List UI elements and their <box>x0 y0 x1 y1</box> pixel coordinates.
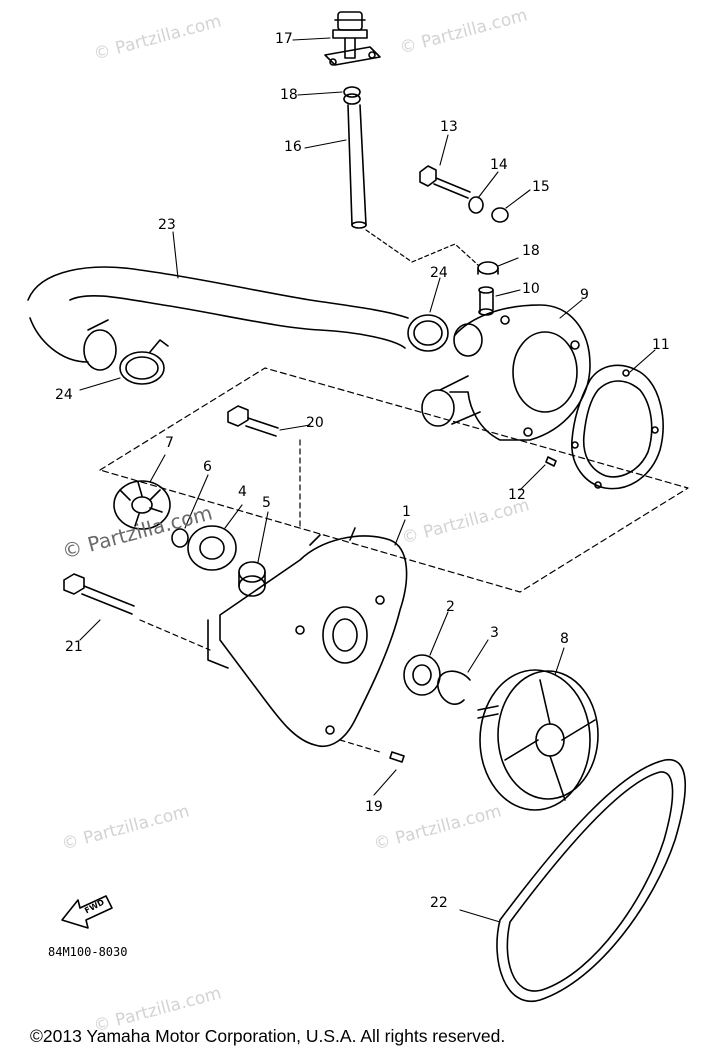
part-14-washer <box>468 196 484 214</box>
part-12-pin <box>545 456 557 467</box>
callout-3: 3 <box>490 625 499 641</box>
callout-13: 13 <box>440 119 458 135</box>
callout-18: 18 <box>280 87 298 103</box>
part-4-seal <box>187 525 237 571</box>
callout-11: 11 <box>652 337 670 353</box>
callout-12: 12 <box>508 487 526 503</box>
part-24-clamp-left <box>119 339 169 385</box>
part-6-washer <box>171 528 189 548</box>
callout-17: 17 <box>275 31 293 47</box>
part-3-circlip <box>437 670 471 706</box>
callout-2: 2 <box>446 599 455 615</box>
callout-24: 24 <box>430 265 448 281</box>
callout-9: 9 <box>580 287 589 303</box>
callout-18: 18 <box>522 243 540 259</box>
callout-22: 22 <box>430 895 448 911</box>
callout-16: 16 <box>284 139 302 155</box>
part-13-bolt <box>419 165 471 199</box>
callout-1: 1 <box>402 504 411 520</box>
part-16-pipe <box>347 104 367 229</box>
part-18-clamp-top <box>343 86 361 105</box>
callout-20: 20 <box>306 415 324 431</box>
part-23-hose <box>27 266 409 371</box>
part-2-bearing <box>403 654 441 696</box>
callout-19: 19 <box>365 799 383 815</box>
callout-23: 23 <box>158 217 176 233</box>
part-15-washer <box>491 207 509 223</box>
part-1-pump-body <box>207 527 408 747</box>
part-18-clamp-lower <box>477 261 499 275</box>
callout-14: 14 <box>490 157 508 173</box>
part-11-gasket <box>571 364 664 490</box>
diagram-code: 84M100-8030 <box>48 945 128 959</box>
callout-10: 10 <box>522 281 540 297</box>
callout-24: 24 <box>55 387 73 403</box>
copyright-text: ©2013 Yamaha Motor Corporation, U.S.A. A… <box>30 1026 506 1046</box>
part-24-clamp-right <box>407 314 449 352</box>
part-8-pulley <box>477 669 599 811</box>
callout-5: 5 <box>262 495 271 511</box>
callout-4: 4 <box>238 484 247 500</box>
fwd-arrow-icon <box>61 895 113 929</box>
part-19-pin <box>389 751 405 763</box>
part-17-housing <box>324 11 381 66</box>
part-22-belt <box>496 759 687 1003</box>
callout-7: 7 <box>165 435 174 451</box>
callout-6: 6 <box>203 459 212 475</box>
part-7-impeller <box>113 480 171 530</box>
part-10-nipple <box>478 286 494 316</box>
part-20-bolt <box>227 405 279 437</box>
callout-21: 21 <box>65 639 83 655</box>
part-5-bushing <box>238 561 266 597</box>
callout-8: 8 <box>560 631 569 647</box>
part-21-bolt <box>63 573 135 615</box>
callout-15: 15 <box>532 179 550 195</box>
